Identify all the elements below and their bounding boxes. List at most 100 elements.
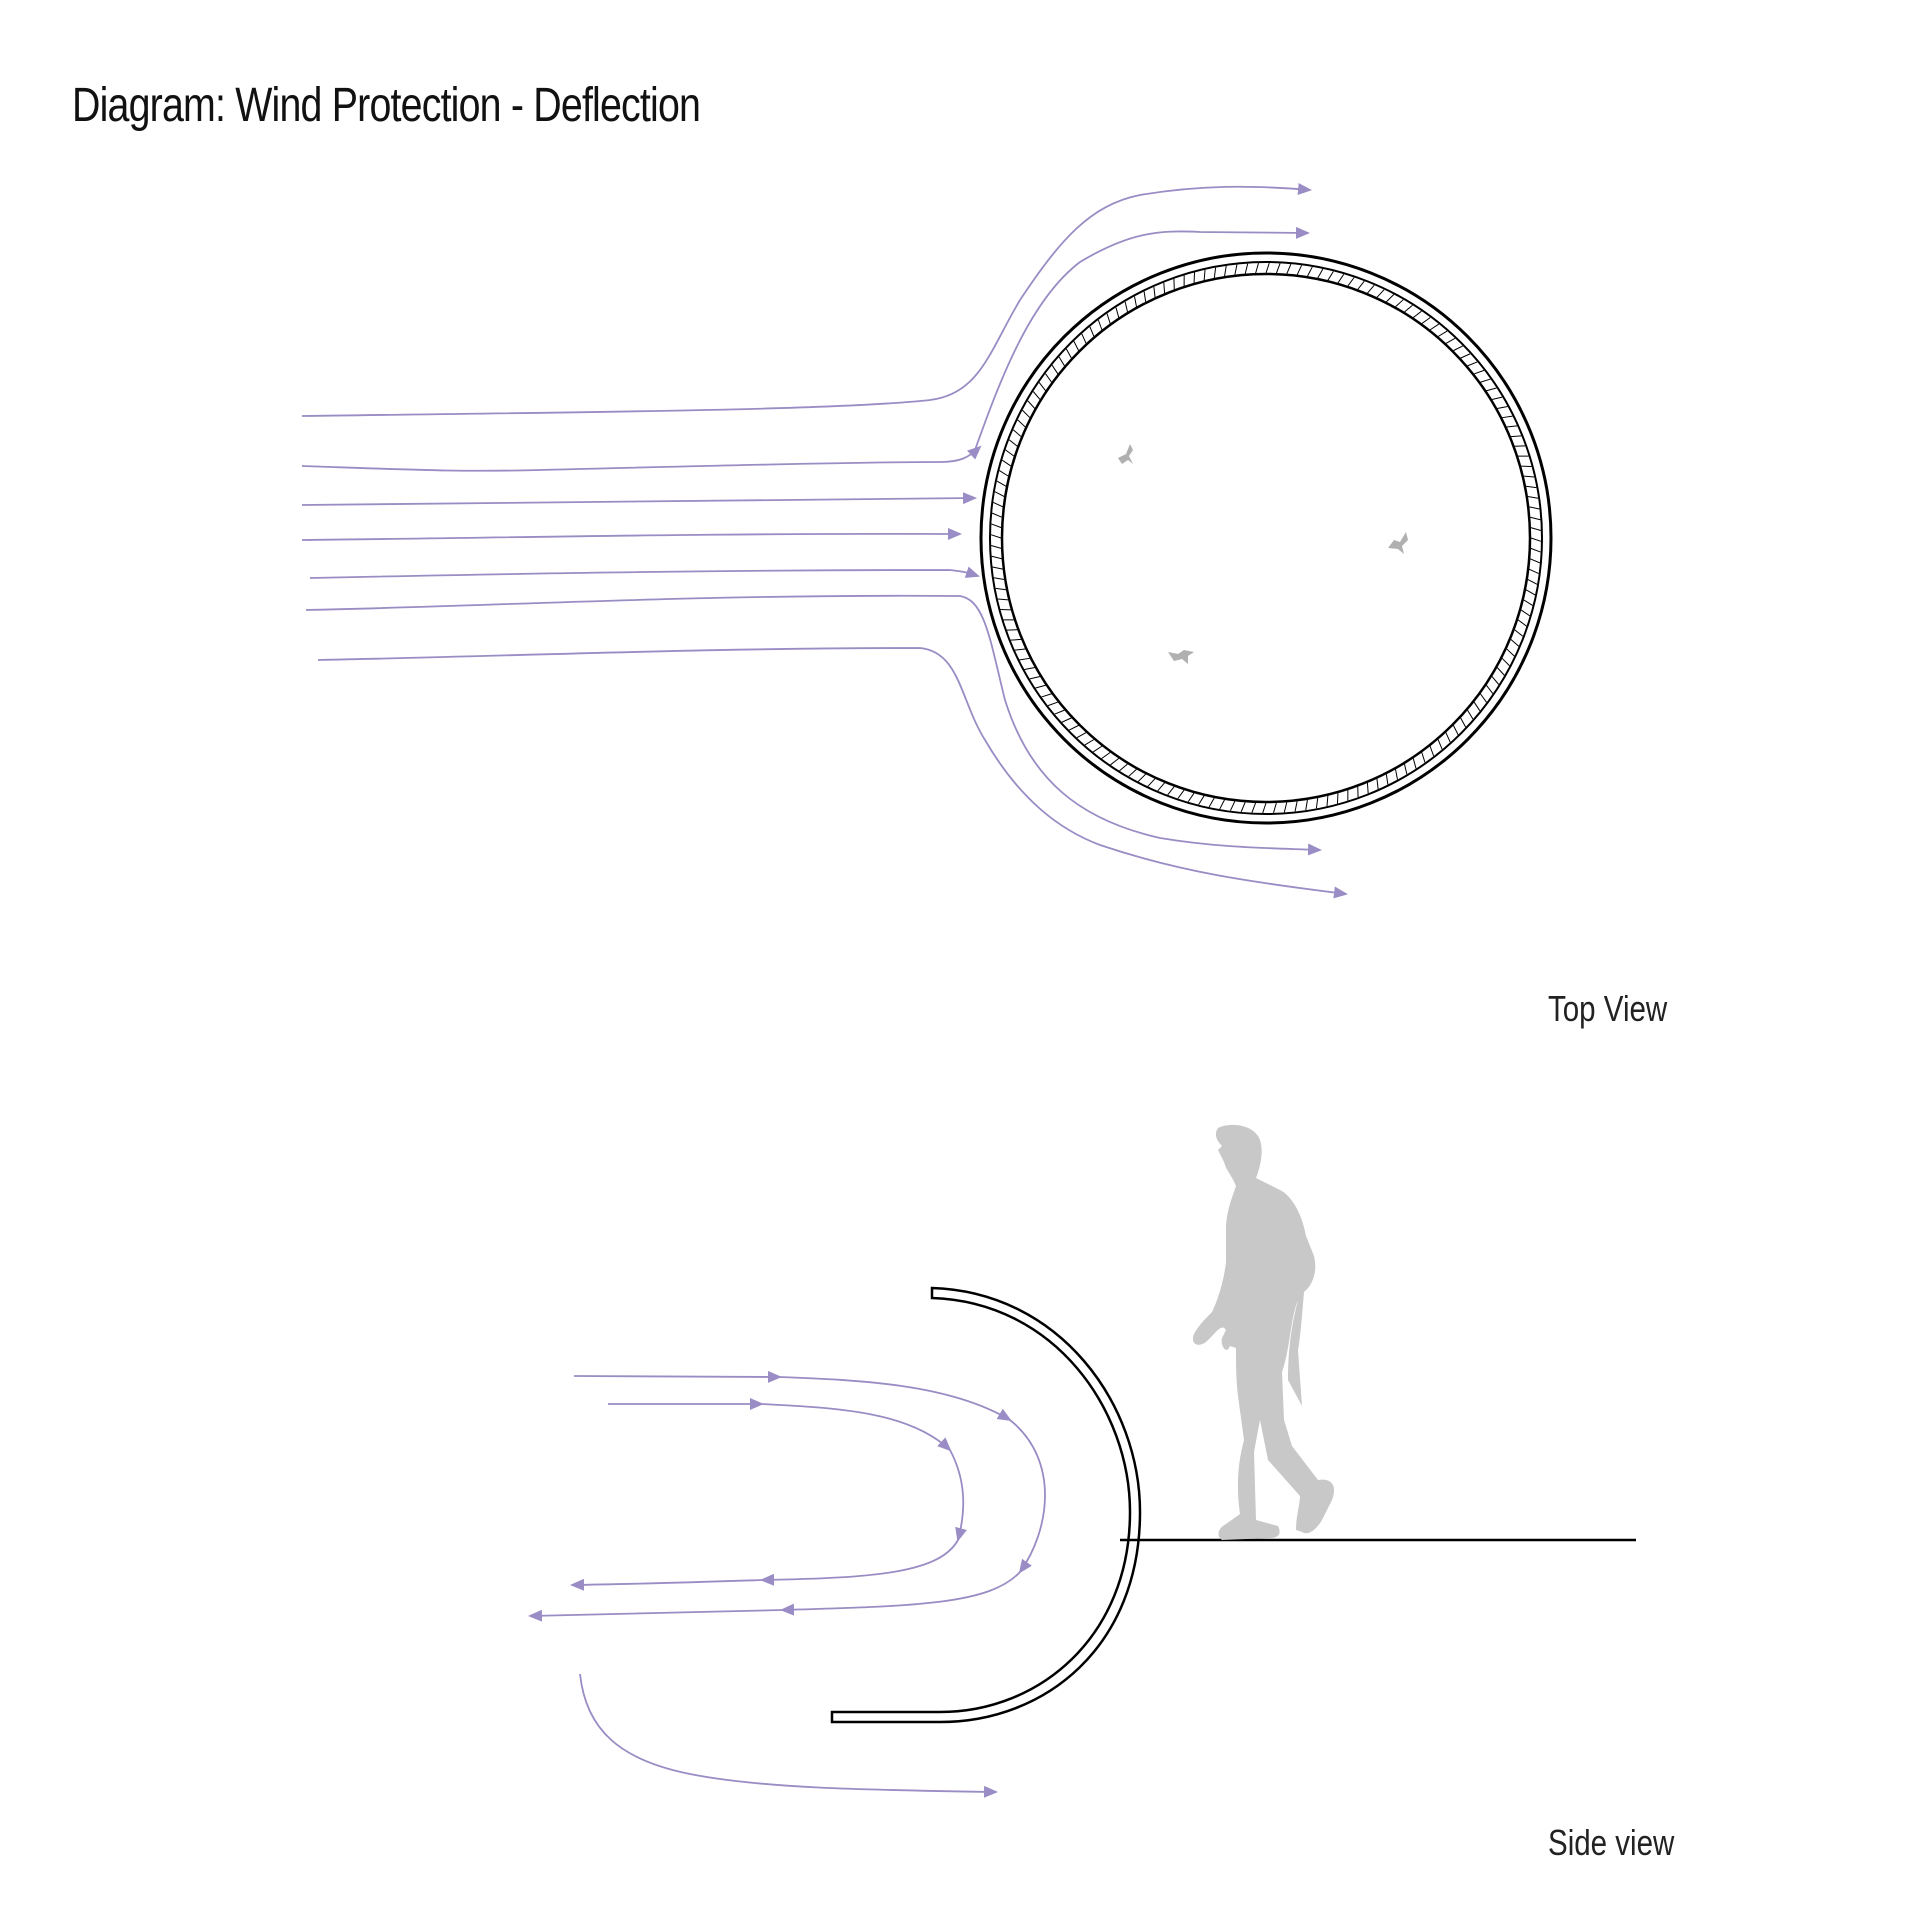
hatch-line (1530, 527, 1542, 531)
hatch-line (991, 555, 1002, 560)
bird-icon (1168, 650, 1194, 664)
side-view (528, 1124, 1636, 1798)
wind-arrow (301, 492, 977, 506)
hatch-line (1394, 769, 1398, 780)
wind-arrow (301, 183, 1312, 417)
hatch-line (1530, 537, 1542, 542)
hatch-line (990, 545, 1002, 549)
hatch-line (1024, 666, 1035, 670)
hatch-line (1506, 425, 1518, 428)
hatch-line (1305, 799, 1308, 811)
hatch-line (993, 577, 1005, 580)
hatch-line (1283, 802, 1288, 813)
hatch-line (1027, 400, 1036, 409)
hatch-line (1092, 745, 1103, 753)
hatch-line (1054, 709, 1065, 715)
hatch-line (1453, 345, 1463, 352)
hatch-line (1357, 280, 1365, 290)
hatch-line (1014, 648, 1026, 651)
hatch-line (1510, 639, 1520, 647)
hatch-line (997, 598, 1009, 601)
hatch-line (1467, 709, 1474, 720)
circular-wind-wall (979, 251, 1553, 825)
hatch-line (1224, 265, 1227, 277)
wind-arrow (301, 445, 982, 472)
wind-flow-top (301, 183, 1348, 899)
hatch-line (990, 534, 1002, 539)
hatch-line (1229, 800, 1236, 811)
hatch-line (1480, 378, 1491, 383)
hatch-line (1523, 475, 1535, 478)
hatch-line (1001, 459, 1012, 467)
hatch-line (1286, 263, 1292, 275)
hatch-line (1255, 262, 1259, 274)
hatch-line (1045, 373, 1053, 383)
hatch-line (1029, 675, 1041, 680)
hatch-line (992, 566, 1003, 570)
hatch-line (1119, 763, 1128, 772)
hatch-line (996, 480, 1007, 487)
hatch-line (1265, 262, 1270, 274)
hatch-line (1315, 797, 1319, 809)
hatch-line (1502, 415, 1513, 419)
hatch-line (991, 512, 1003, 518)
wind-arrow (573, 1370, 782, 1383)
hatch-line (1530, 547, 1541, 553)
hatch-line (1153, 286, 1156, 298)
hatch-line (1473, 701, 1481, 712)
hatch-line (1219, 799, 1225, 810)
hatch-line (1022, 409, 1031, 419)
hatch-line (1529, 558, 1541, 564)
hatch-line (1137, 773, 1147, 782)
hatch-line (1520, 609, 1531, 617)
hatch-line (1366, 782, 1369, 794)
hatch-line (994, 491, 1005, 497)
hatch-line (1019, 657, 1030, 661)
hatch-line (1069, 724, 1079, 731)
hatch-line (1437, 330, 1448, 337)
wind-arrow (317, 647, 1348, 899)
hatch-line (1115, 307, 1120, 318)
hatch-line (1240, 801, 1246, 813)
hatch-line (1157, 782, 1165, 792)
hatch-line (1163, 282, 1166, 294)
wind-arrow (1009, 1419, 1046, 1574)
wind-arrow (779, 1376, 1012, 1422)
hatch-line (1473, 369, 1485, 375)
hatch-line (1012, 429, 1022, 437)
hatch-line (1479, 693, 1487, 703)
hatch-line (1273, 802, 1277, 814)
hatch-line (1528, 568, 1539, 575)
hatch-line (1527, 496, 1539, 499)
hatch-line (1529, 506, 1540, 510)
hatch-line (1412, 758, 1417, 769)
hatch-line (991, 523, 1002, 529)
hatch-line (1128, 768, 1137, 777)
hatch-line (1337, 273, 1345, 284)
wind-arrow (949, 1449, 967, 1542)
hatch-line (1429, 745, 1435, 757)
hatch-line (1307, 266, 1313, 277)
hatch-line (1187, 792, 1195, 803)
hatch-line (1208, 797, 1215, 808)
hatch-line (1460, 717, 1467, 728)
hatch-line (1421, 317, 1431, 325)
hatch-line (1437, 739, 1443, 750)
hatch-line (1032, 391, 1041, 400)
hatch-line (1035, 684, 1046, 689)
hatch-line (1047, 701, 1059, 707)
wind-arrow (528, 1609, 783, 1622)
person-silhouette (1192, 1124, 1335, 1540)
hatch-line (1326, 795, 1329, 807)
hatch-line (1124, 301, 1129, 313)
hatch-line (1317, 268, 1324, 279)
bird-icon (1388, 532, 1408, 554)
hatch-line (1460, 353, 1471, 359)
wind-flow-side (528, 1370, 1046, 1798)
hatch-line (1177, 789, 1185, 799)
hatch-line (1403, 763, 1408, 775)
hatch-line (1485, 684, 1494, 694)
hatch-line (1198, 795, 1205, 805)
